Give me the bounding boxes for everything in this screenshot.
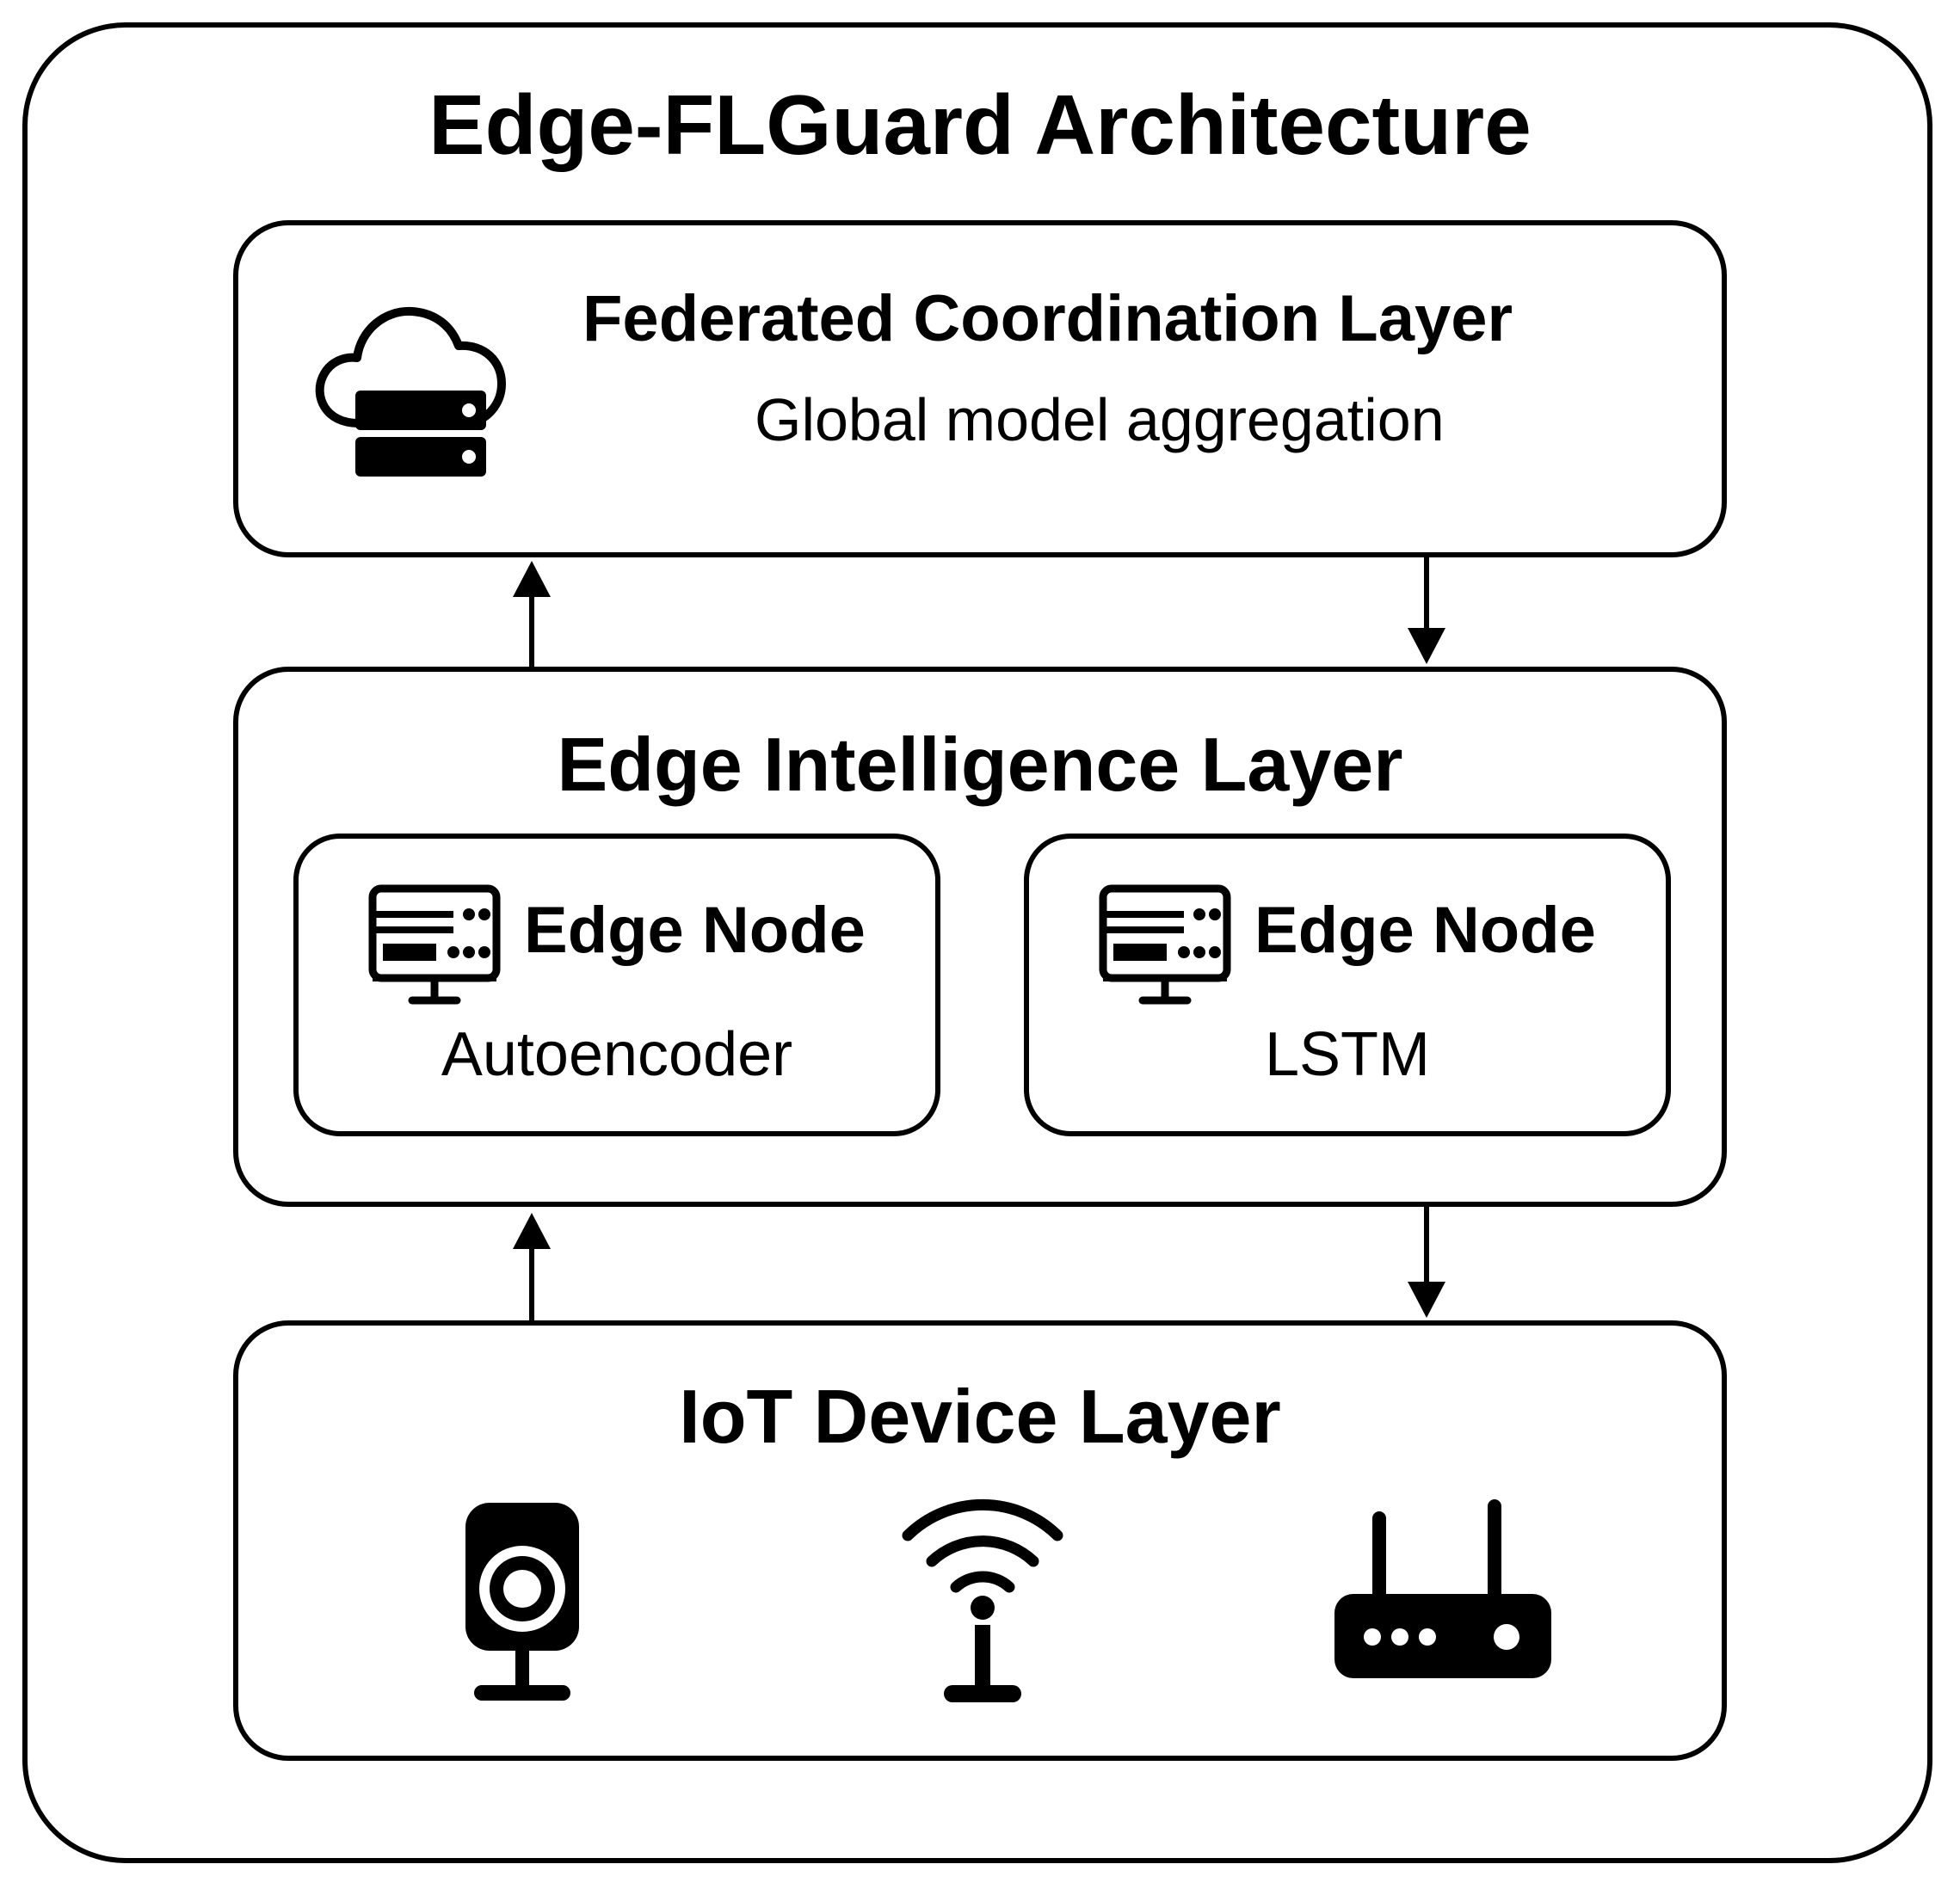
architecture-frame — [22, 22, 1932, 1863]
iot-device-layer: IoT Device Layer — [233, 1320, 1727, 1761]
edge-layer-title: Edge Intelligence Layer — [557, 722, 1403, 807]
edge-intelligence-layer: Edge Intelligence Layer Edge Node Autoen… — [233, 667, 1727, 1207]
federated-coordination-layer: Federated Coordination Layer Global mode… — [233, 220, 1727, 557]
edge-node-title: Edge Node — [524, 894, 866, 967]
edge-node-lstm: Edge Node LSTM — [1024, 834, 1671, 1136]
federated-layer-subtitle: Global model aggregation — [755, 386, 1445, 453]
edge-node-title: Edge Node — [1254, 894, 1596, 967]
edge-node-autoencoder: Edge Node Autoencoder — [293, 834, 940, 1136]
edge-server-icon — [1099, 884, 1231, 1005]
camera-icon — [465, 1503, 579, 1701]
iot-layer-title: IoT Device Layer — [679, 1374, 1281, 1459]
diagram-title: Edge-FLGuard Architecture — [428, 77, 1532, 172]
wifi-sensor-icon — [902, 1498, 1063, 1702]
federated-layer-title: Federated Coordination Layer — [582, 282, 1513, 355]
edge-node-model: Autoencoder — [441, 1020, 793, 1089]
router-icon — [1334, 1499, 1551, 1678]
edge-server-icon — [368, 884, 501, 1005]
cloud-server-icon — [315, 306, 506, 477]
edge-node-model: LSTM — [1264, 1020, 1431, 1089]
